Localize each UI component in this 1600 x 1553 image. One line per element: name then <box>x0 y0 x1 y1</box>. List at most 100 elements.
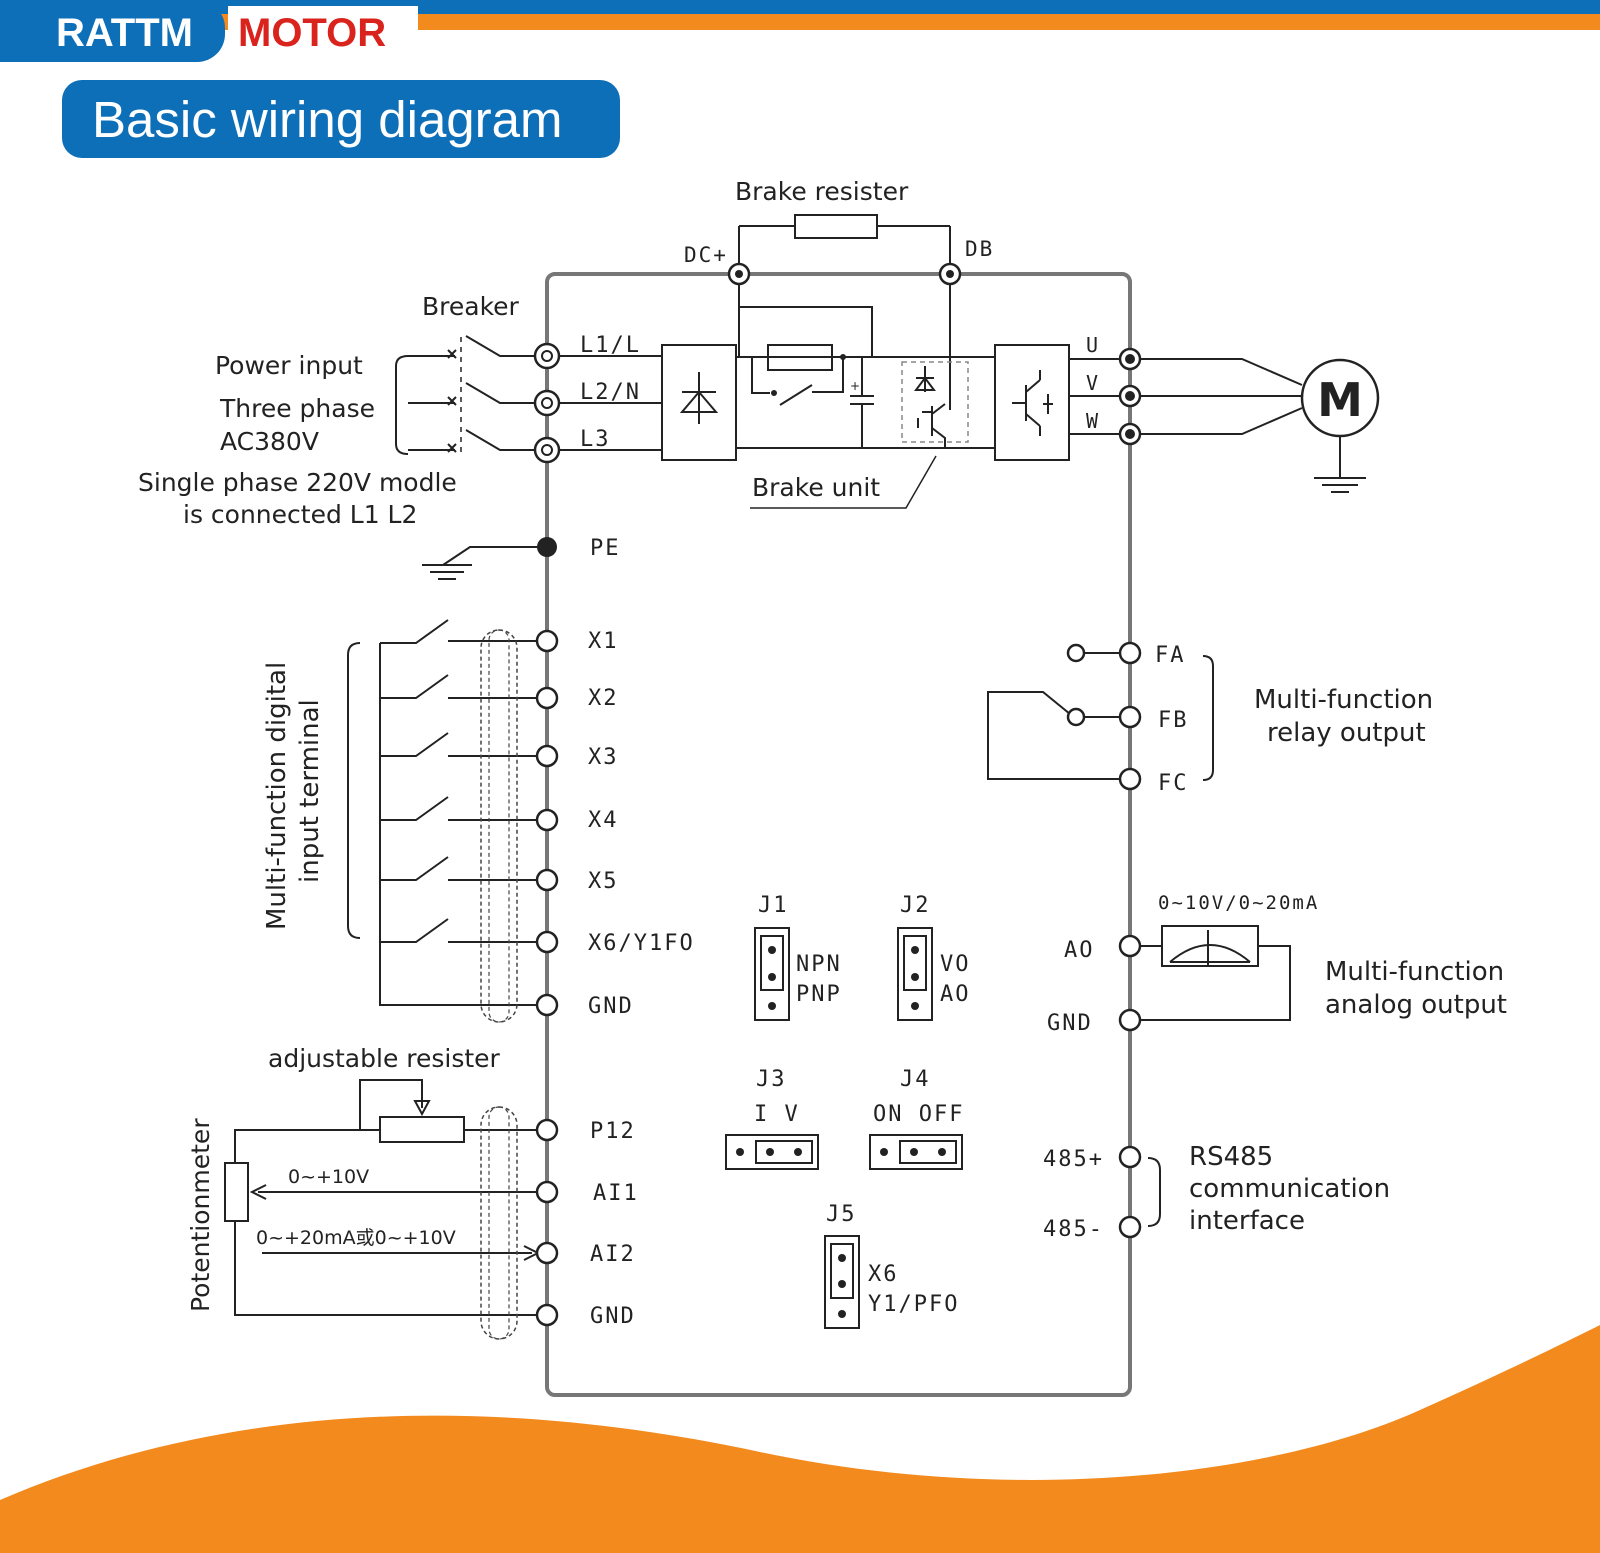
precharge-resistor-icon <box>767 344 833 371</box>
page-title: Basic wiring diagram <box>92 91 563 148</box>
brake-unit-label: Brake unit <box>752 473 880 502</box>
digital-input-label-line1: Multi-function digital <box>262 662 292 930</box>
analog-gnd-terminal[interactable] <box>535 1303 559 1327</box>
rs485-minus-terminal[interactable] <box>1118 1215 1142 1239</box>
x4-label: X4 <box>588 808 619 833</box>
x3-label: X3 <box>588 745 619 770</box>
p12-terminal[interactable] <box>535 1118 559 1142</box>
power-input-label: Power input <box>215 351 363 380</box>
breaker-switch-l1 <box>408 335 547 357</box>
ai2-label: AI2 <box>590 1242 636 1267</box>
fc-terminal[interactable] <box>1118 767 1142 791</box>
ao-gnd-terminal[interactable] <box>1118 1008 1142 1032</box>
db-label: DB <box>965 237 994 261</box>
j5-label: J5 <box>826 1202 857 1227</box>
j3-jumper[interactable] <box>725 1134 819 1170</box>
pe-label: PE <box>590 536 621 561</box>
j5-x6-label: X6 <box>868 1262 899 1287</box>
dc-bus <box>736 356 995 449</box>
rs485-minus-label: 485- <box>1043 1217 1104 1242</box>
brake-unit-box <box>901 361 969 443</box>
analog-gnd-label: GND <box>590 1304 636 1329</box>
bottom-wave <box>0 1325 1600 1553</box>
brand-name-motor: MOTOR <box>238 11 386 55</box>
j1-jumper[interactable] <box>754 927 790 1021</box>
ai1-terminal[interactable] <box>535 1180 559 1204</box>
fb-terminal[interactable] <box>1118 705 1142 729</box>
rectifier-diode-icon <box>679 372 719 424</box>
j4-jumper[interactable] <box>869 1134 963 1170</box>
j4-label: J4 <box>900 1067 931 1092</box>
x6-y1fo-label: X6/Y1FO <box>588 931 695 956</box>
l2-terminal[interactable] <box>533 389 561 417</box>
motor-label: M <box>1317 373 1363 427</box>
p12-label: P12 <box>590 1119 636 1144</box>
precharge-relay-icon <box>751 357 844 406</box>
x6-switch <box>380 918 547 943</box>
rs485-plus-terminal[interactable] <box>1118 1145 1142 1169</box>
ai1-label: AI1 <box>593 1181 639 1206</box>
j2-ao-label: AO <box>940 982 971 1007</box>
digital-input-label-line2: input terminal <box>295 699 325 883</box>
l1-label: L1/L <box>580 333 641 358</box>
ai1-range-label: 0~+10V <box>288 1166 369 1188</box>
digital-gnd-label: GND <box>588 994 634 1019</box>
x1-terminal[interactable] <box>535 629 559 653</box>
j1-label: J1 <box>758 893 789 918</box>
j3-options-label: I V <box>754 1102 800 1127</box>
analog-input-group: adjustable resister Potentionmeter 0~+10… <box>186 1044 639 1340</box>
relay-output-label-line1: Multi-function <box>1254 685 1433 715</box>
x3-terminal[interactable] <box>535 744 559 768</box>
analog-output-label-line2: analog output <box>1325 990 1507 1020</box>
ao-gnd-label: GND <box>1047 1011 1093 1036</box>
three-phase-label: Three phase <box>219 394 375 423</box>
j3-label: J3 <box>756 1067 787 1092</box>
rs485-label-line2: communication <box>1189 1174 1390 1204</box>
brake-resistor-group: Brake resister DC+ DB <box>684 177 994 286</box>
digital-gnd-terminal[interactable] <box>535 993 559 1017</box>
j5-jumper[interactable] <box>824 1235 860 1329</box>
internal-power-circuit: + Brake unit <box>661 284 1130 509</box>
rectifier-block <box>661 344 737 461</box>
l3-terminal[interactable] <box>533 436 561 464</box>
x4-terminal[interactable] <box>535 808 559 832</box>
motor-cables <box>1140 358 1303 435</box>
j2-vo-label: VO <box>940 952 971 977</box>
relay-switch-icon <box>987 691 1120 780</box>
potentiometer-icon <box>224 1162 249 1222</box>
ao-label: AO <box>1064 938 1095 963</box>
rs485-plus-label: 485+ <box>1043 1147 1104 1172</box>
x4-switch <box>380 796 547 821</box>
x2-terminal[interactable] <box>535 686 559 710</box>
x1-switch <box>380 619 547 644</box>
j1-npn-label: NPN <box>796 952 842 977</box>
digital-input-group: Multi-function digital input terminal X1… <box>262 619 695 1023</box>
j5-y1pfo-label: Y1/PFO <box>868 1292 959 1317</box>
rs485-brace <box>1147 1157 1161 1227</box>
brake-resister-label: Brake resister <box>735 177 909 206</box>
fc-label: FC <box>1158 771 1189 796</box>
pe-ground-icon <box>422 546 547 580</box>
x5-switch <box>380 856 547 881</box>
digital-shield-icon <box>480 629 518 1023</box>
rs485-label-line1: RS485 <box>1189 1142 1273 1172</box>
fa-terminal[interactable] <box>1118 641 1142 665</box>
relay-output-label-line2: relay output <box>1267 718 1426 748</box>
ai2-terminal[interactable] <box>535 1241 559 1265</box>
analog-output-group: 0~10V/0~20mA AO GND Multi-function analo… <box>1047 892 1507 1036</box>
breaker-switch-l2 <box>408 382 547 404</box>
ai2-range-label: 0~+20mA或0~+10V <box>256 1227 456 1249</box>
analog-shield-icon <box>480 1106 518 1340</box>
j2-label: J2 <box>900 893 931 918</box>
v-label: V <box>1086 371 1100 395</box>
ao-terminal[interactable] <box>1118 934 1142 958</box>
brand-header: RATTM MOTOR Basic wiring diagram <box>0 0 1600 158</box>
power-input-brace <box>395 355 409 455</box>
power-input-group: Breaker Power input Three phase AC380V S… <box>138 292 662 529</box>
x6-y1fo-terminal[interactable] <box>535 930 559 954</box>
x5-terminal[interactable] <box>535 868 559 892</box>
l1-terminal[interactable] <box>533 342 561 370</box>
j2-jumper[interactable] <box>897 927 933 1021</box>
